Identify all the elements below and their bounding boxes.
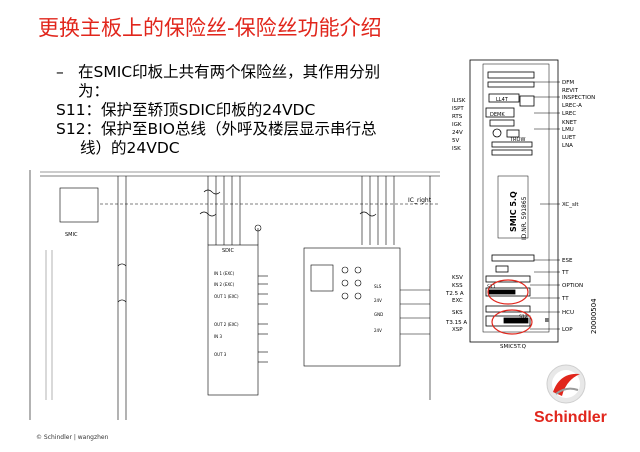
sdic-row-label: IN 3 — [214, 334, 222, 339]
board-left-label: IGK — [452, 122, 462, 128]
wiring-schematic — [29, 170, 440, 420]
board-left-label: KSV — [452, 275, 463, 281]
bullet-item: – 在SMIC印板上共有两个保险丝，其作用分别 为： — [56, 63, 428, 101]
sdic-row-label: IN 2 (EXC) — [214, 282, 235, 287]
module-pin-label: 24V — [374, 298, 382, 303]
board-right-label: LUET — [562, 135, 576, 141]
board-left-label: EXC — [452, 298, 463, 304]
s11-line: S11：保护至轿顶SDIC印板的24VDC — [56, 101, 316, 119]
smic-box-label: SMIC — [65, 232, 78, 238]
bullet-line-1: 在SMIC印板上共有两个保险丝，其作用分别 — [78, 63, 381, 81]
fuse-s12-highlight — [491, 309, 533, 335]
sdic-row-label: OUT 1 (EXC) — [214, 294, 239, 299]
board-right-label: LNA — [562, 143, 573, 149]
module-pin-label: SLS — [374, 284, 382, 289]
sdic-box-label: SDIC — [222, 248, 234, 254]
board-id: ID.NR. 591865 — [521, 196, 528, 240]
brand-logo-text: Schindler — [534, 409, 607, 426]
smic-board-drawing — [469, 59, 559, 343]
slide-body: – 在SMIC印板上共有两个保险丝，其作用分别 为： S11：保护至轿顶SDIC… — [56, 63, 428, 158]
sdic-row-label: IN 1 (EXC) — [214, 271, 235, 276]
board-left-label: XSP — [452, 327, 463, 333]
sdic-row-label: OUT 3 — [214, 352, 227, 357]
slide-title: 更换主板上的保险丝-保险丝功能介绍 — [38, 16, 382, 40]
board-left-label: 5V — [452, 138, 459, 144]
footer-text: © Schindler | wangzhen — [36, 434, 109, 441]
board-right-label: TT — [561, 270, 569, 276]
sdic-row-label: OUT 2 (EXC) — [214, 322, 239, 327]
s12-line-2: 线）的24VDC — [80, 139, 180, 157]
board-right-label: REVIT — [562, 88, 579, 94]
board-right-label: LREC-A — [562, 103, 582, 109]
board-left-label: ISK — [452, 146, 461, 152]
fuse-s11-label: S11 — [487, 284, 496, 290]
bullet-dash: – — [56, 63, 64, 81]
board-right-label: HCU — [562, 310, 574, 316]
board-right-label: OPTION — [562, 283, 583, 289]
board-right-label: INSPECTION — [562, 95, 595, 101]
board-part-number: 20000504 — [590, 298, 598, 334]
board-component-label: TROW — [509, 137, 525, 143]
board-component-label: LL4T — [496, 97, 509, 103]
board-component-label: DEMK — [490, 112, 505, 118]
board-left-label: 24V — [452, 130, 463, 136]
board-right-label: ESE — [562, 258, 573, 264]
fuse-rating: T2.5 A — [445, 291, 464, 297]
board-left-label: KSS — [452, 283, 463, 289]
s12-line-1: S12：保护至BIO总线（外呼及楼层显示串行总 — [56, 120, 377, 138]
ic-right-label: IC_right — [408, 197, 432, 204]
module-pin-label: 24V — [374, 328, 382, 333]
module-pin-label: GND — [374, 312, 383, 317]
board-footer-label: SMIC5T.Q — [500, 344, 527, 350]
board-right-label: LMU — [562, 127, 574, 133]
fuse-s11-highlight — [487, 279, 529, 305]
board-right-label: XC_slt — [562, 202, 579, 208]
board-left-label: ISPT — [452, 106, 464, 112]
board-right-label: KNET — [562, 120, 577, 126]
board-left-label: SKS — [452, 310, 463, 316]
bullet-line-2: 为： — [78, 82, 110, 100]
board-right-label: LREC — [562, 111, 576, 117]
board-right-label: LOP — [562, 327, 573, 333]
fuse-s12-label: S12 — [519, 314, 528, 320]
board-right-label: DFM — [562, 80, 574, 86]
board-left-label: ILISK — [452, 98, 466, 104]
board-name: SMIC 5.Q — [509, 191, 518, 232]
board-left-label: RTS — [452, 114, 463, 120]
schindler-logo-icon — [546, 364, 586, 404]
lamp-symbols — [341, 266, 362, 300]
fuse-rating: T3.15 A — [445, 320, 467, 326]
board-right-label: TT — [561, 296, 569, 302]
